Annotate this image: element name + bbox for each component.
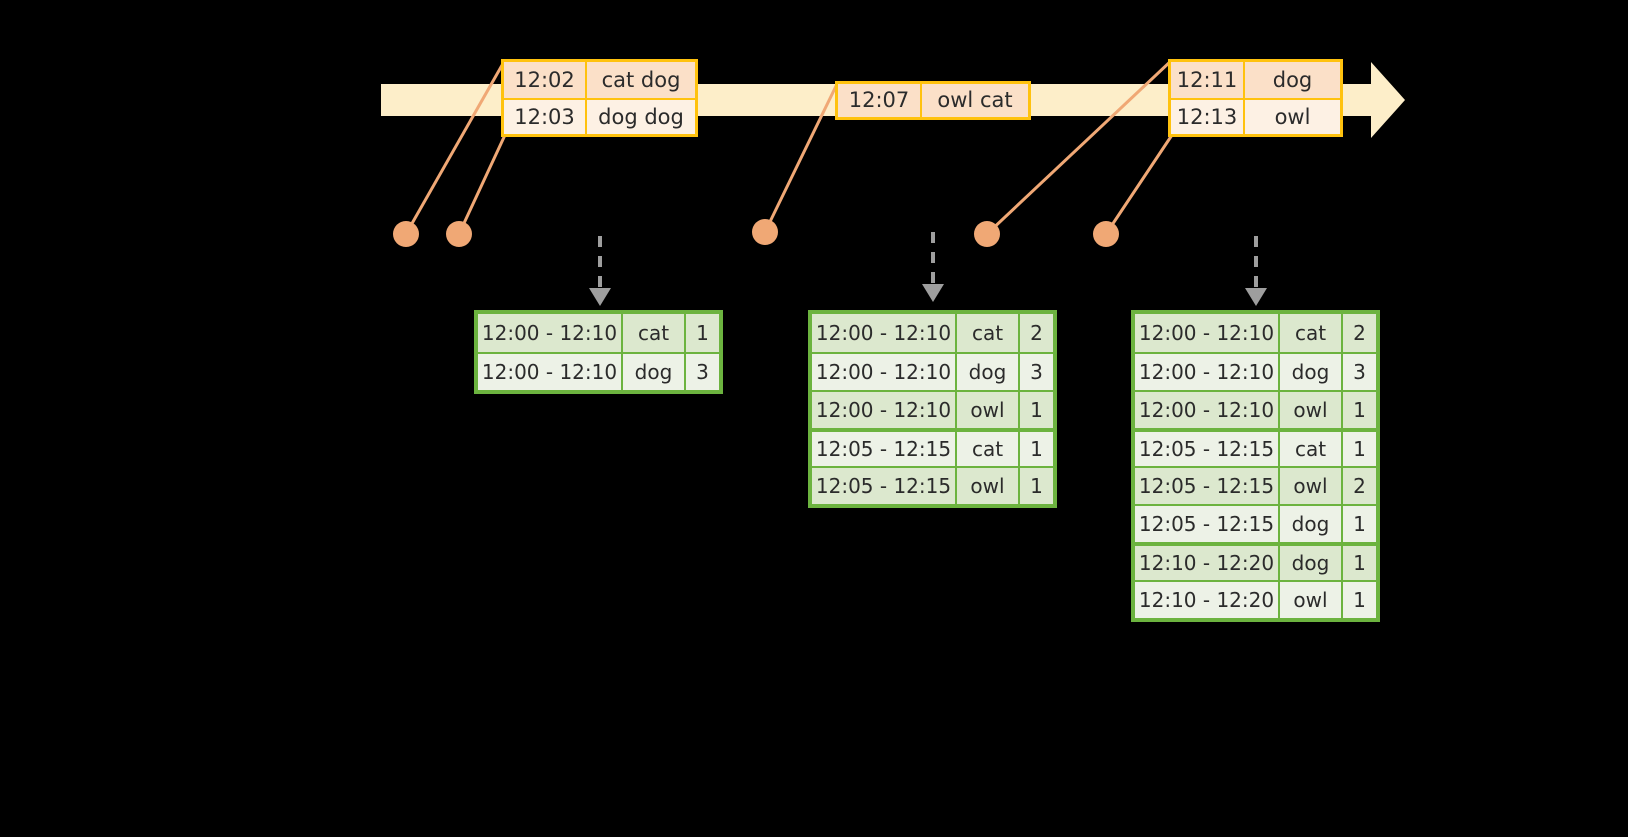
result-count: 1 — [1353, 437, 1366, 461]
result-key: dog — [1280, 354, 1343, 390]
emit-arrow-1 — [589, 236, 611, 306]
result-count: 1 — [696, 321, 709, 345]
result-window: 12:05 - 12:15 — [812, 432, 957, 466]
event-dot-4[interactable] — [974, 221, 1000, 247]
event-box-2[interactable]: 12:07 owl cat — [835, 81, 1031, 120]
result-window: 12:05 - 12:15 — [1135, 506, 1280, 542]
event-box-1[interactable]: 12:02 cat dog 12:03 dog dog — [501, 59, 698, 137]
result-window: 12:10 - 12:20 — [1135, 546, 1280, 580]
connector-line-1 — [404, 59, 507, 235]
event-dot-2[interactable] — [446, 221, 472, 247]
event-time: 12:11 — [1171, 62, 1245, 98]
result-key: cat — [623, 314, 686, 352]
result-window: 12:00 - 12:10 — [1135, 392, 1280, 428]
result-key: cat — [1280, 432, 1343, 466]
event-time: 12:03 — [504, 100, 587, 134]
result-count: 1 — [1353, 512, 1366, 536]
result-window: 12:00 - 12:10 — [478, 354, 623, 390]
result-key: owl — [957, 468, 1020, 504]
result-key: dog — [957, 354, 1020, 390]
result-key: owl — [1280, 468, 1343, 504]
event-dots — [393, 219, 1119, 247]
result-count: 1 — [1353, 398, 1366, 422]
event-dot-5[interactable] — [1093, 221, 1119, 247]
event-time: 12:02 — [504, 62, 587, 98]
result-window: 12:00 - 12:10 — [1135, 354, 1280, 390]
event-row: 12:13 owl — [1171, 98, 1340, 134]
connector-line-5 — [1104, 134, 1174, 235]
result-key: dog — [1280, 546, 1343, 580]
result-key: owl — [1280, 392, 1343, 428]
event-row: 12:07 owl cat — [838, 84, 1028, 117]
result-window: 12:00 - 12:10 — [812, 314, 957, 352]
event-box-3[interactable]: 12:11 dog 12:13 owl — [1168, 59, 1343, 137]
result-window: 12:00 - 12:10 — [1135, 314, 1280, 352]
result-window: 12:05 - 12:15 — [812, 468, 957, 504]
result-window: 12:05 - 12:15 — [1135, 432, 1280, 466]
result-count: 2 — [1353, 474, 1366, 498]
result-count: 1 — [1030, 398, 1043, 422]
result-window: 12:10 - 12:20 — [1135, 582, 1280, 618]
result-count: 1 — [1030, 474, 1043, 498]
result-window: 12:05 - 12:15 — [1135, 468, 1280, 504]
result-count: 2 — [1030, 321, 1043, 345]
event-time: 12:07 — [838, 84, 922, 117]
event-dot-1[interactable] — [393, 221, 419, 247]
event-row: 12:03 dog dog — [504, 98, 695, 134]
event-words: dog — [1272, 67, 1313, 92]
result-count: 3 — [1353, 360, 1366, 384]
result-count: 2 — [1353, 321, 1366, 345]
event-words: owl cat — [937, 88, 1013, 112]
event-time: 12:13 — [1171, 100, 1245, 134]
event-words: dog dog — [598, 104, 684, 129]
emit-arrows — [589, 232, 1267, 306]
result-window: 12:00 - 12:10 — [812, 392, 957, 428]
emit-arrow-2 — [922, 232, 944, 302]
result-count: 1 — [1353, 588, 1366, 612]
result-count: 1 — [1030, 437, 1043, 461]
result-key: cat — [1280, 314, 1343, 352]
connector-line-3 — [763, 81, 840, 233]
result-count: 3 — [1030, 360, 1043, 384]
emit-arrow-3 — [1245, 236, 1267, 306]
event-row: 12:11 dog — [1171, 62, 1340, 98]
result-window: 12:00 - 12:10 — [812, 354, 957, 390]
result-key: cat — [957, 432, 1020, 466]
event-words: cat dog — [601, 67, 681, 92]
event-dot-3[interactable] — [752, 219, 778, 245]
result-key: dog — [623, 354, 686, 390]
result-key: dog — [1280, 506, 1343, 542]
result-key: owl — [1280, 582, 1343, 618]
result-key: cat — [957, 314, 1020, 352]
result-count: 3 — [696, 360, 709, 384]
result-key: owl — [957, 392, 1020, 428]
connector-line-2 — [457, 134, 507, 235]
result-window: 12:00 - 12:10 — [478, 314, 623, 352]
event-row: 12:02 cat dog — [504, 62, 695, 98]
result-count: 1 — [1353, 551, 1366, 575]
event-words: owl — [1274, 104, 1311, 129]
